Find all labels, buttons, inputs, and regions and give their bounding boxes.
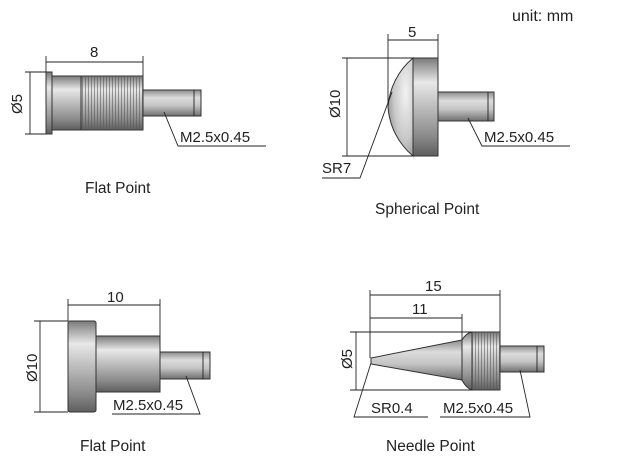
dim-radius: SR7 bbox=[322, 160, 351, 177]
flat-point-small: 8 Ø5 M2.5x0.45 Flat Point bbox=[9, 44, 266, 197]
caption: Flat Point bbox=[80, 438, 146, 455]
spherical-point: 5 Ø10 SR7 M2.5x0.45 Spherical Point bbox=[322, 24, 570, 218]
dim-length: 10 bbox=[107, 289, 124, 306]
head bbox=[67, 320, 97, 413]
flange bbox=[45, 71, 53, 135]
neck bbox=[95, 335, 161, 393]
flat-point-large: 10 Ø10 M2.5x0.45 Flat Point bbox=[24, 289, 211, 455]
collar bbox=[51, 75, 82, 131]
dim-diameter: Ø5 bbox=[9, 94, 26, 114]
dim-diameter: Ø10 bbox=[327, 90, 344, 118]
head bbox=[412, 57, 439, 157]
dim-thread: M2.5x0.45 bbox=[113, 397, 183, 414]
thread-stud bbox=[159, 351, 211, 380]
dim-thread: M2.5x0.45 bbox=[180, 129, 250, 146]
dome bbox=[387, 56, 414, 158]
dim-diameter: Ø10 bbox=[24, 354, 41, 382]
caption: Spherical Point bbox=[375, 201, 480, 218]
dim-total-length: 15 bbox=[425, 278, 442, 295]
unit-label: unit: mm bbox=[512, 8, 573, 25]
needle-point: 15 11 Ø5 SR0.4 M2.5x0.45 Needle Point bbox=[339, 278, 545, 455]
caption: Needle Point bbox=[386, 438, 475, 455]
caption: Flat Point bbox=[85, 180, 151, 197]
thread-stud bbox=[142, 89, 202, 117]
dim-length: 8 bbox=[90, 44, 98, 61]
dim-thread: M2.5x0.45 bbox=[484, 129, 554, 146]
dim-diameter: Ø5 bbox=[339, 349, 356, 369]
needle bbox=[370, 339, 463, 381]
thread-stud bbox=[437, 91, 495, 122]
dim-radius: SR0.4 bbox=[371, 400, 413, 417]
dim-needle-length: 11 bbox=[412, 301, 428, 318]
dim-thread: M2.5x0.45 bbox=[443, 400, 513, 417]
dim-length: 5 bbox=[408, 24, 416, 41]
